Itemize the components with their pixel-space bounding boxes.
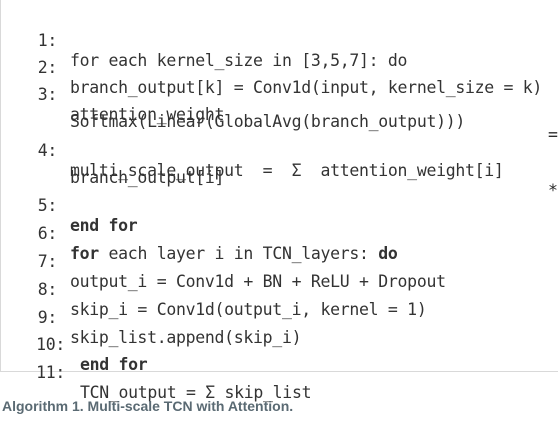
keyword-end-for: end for xyxy=(70,216,138,235)
line-trailing-operator: * xyxy=(548,181,558,200)
line-number: 3: xyxy=(37,85,58,104)
line-code: Softmax(Linear(GlobalAvg(branch_output))… xyxy=(70,112,465,131)
line-code: multi_scale_output = Σ attention_weight[… xyxy=(70,161,504,180)
line-code: branch_output[k] = Conv1d(input, kernel_… xyxy=(70,78,543,97)
algorithm-line: 5: end for xyxy=(1,176,138,256)
line-code: attention_weight xyxy=(70,105,225,124)
line-code: for each kernel_size in [3,5,7]: do xyxy=(70,51,408,70)
line-code: TCN_output = Σ skip_list xyxy=(80,383,312,402)
algorithm-line: 3: attention_weight = xyxy=(1,65,558,165)
algorithm-line: 2: branch_output[k] = Conv1d(input, kern… xyxy=(1,38,543,118)
line-trailing-operator: = xyxy=(548,125,558,144)
line-code-text: each layer i in TCN_layers: xyxy=(98,244,379,263)
line-code: skip_list.append(skip_i) xyxy=(70,328,302,347)
algorithm-line: 10: end for xyxy=(1,315,148,395)
line-number: 5: xyxy=(37,196,58,215)
algorithm-line-continuation: Softmax(Linear(GlobalAvg(branch_output))… xyxy=(1,92,465,152)
line-number: 10: xyxy=(36,335,65,354)
algorithm-caption: Algorithm 1. Multi-scale TCN with Attent… xyxy=(2,398,294,414)
algorithm-line: 8: skip_i = Conv1d(output_i, kernel = 1) xyxy=(1,260,427,340)
line-code: skip_i = Conv1d(output_i, kernel = 1) xyxy=(70,300,427,319)
line-number: 9: xyxy=(37,308,58,327)
algorithm-box: 1: for each kernel_size in [3,5,7]: do 2… xyxy=(0,0,558,402)
algorithm-line-continuation: branch_output[i] xyxy=(1,148,224,208)
algorithm-line: 7: output_i = Conv1d + BN + ReLU + Dropo… xyxy=(1,232,446,312)
keyword-for: for xyxy=(70,244,99,263)
algorithm-line: 4: multi_scale_output = Σ attention_weig… xyxy=(1,121,558,221)
algorithm-line: 9: skip_list.append(skip_i) xyxy=(1,288,302,368)
line-number: 4: xyxy=(37,141,58,160)
line-code: branch_output[i] xyxy=(70,168,225,187)
line-number: 8: xyxy=(37,280,58,299)
algorithm-line: 6: for each layer i in TCN_layers: do xyxy=(1,204,398,284)
algorithm-line: 1: for each kernel_size in [3,5,7]: do xyxy=(1,11,408,91)
line-number: 11: xyxy=(36,363,65,382)
line-code: for each layer i in TCN_layers: do xyxy=(70,244,398,264)
line-code: output_i = Conv1d + BN + ReLU + Dropout xyxy=(70,272,446,291)
line-number: 2: xyxy=(37,58,58,77)
keyword-do: do xyxy=(378,244,398,263)
line-number: 1: xyxy=(37,31,58,50)
line-number: 7: xyxy=(37,252,58,271)
line-number: 6: xyxy=(37,224,58,243)
algorithm-line: 11: TCN_output = Σ skip_list xyxy=(1,343,311,423)
keyword-end-for: end for xyxy=(80,355,148,374)
